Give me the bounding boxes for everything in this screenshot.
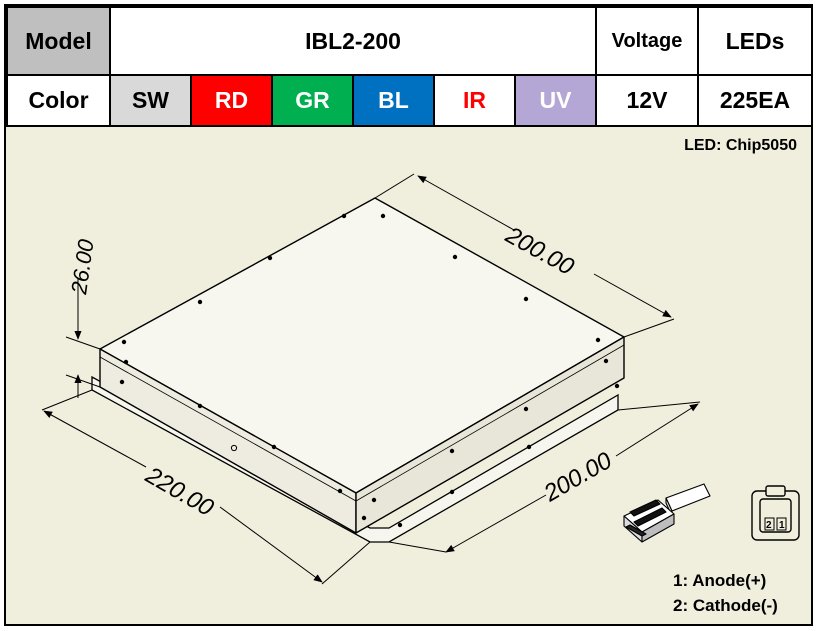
led-chip-note: LED: Chip5050 (684, 137, 797, 154)
isometric-drawing: 26.00 200.00 200.00 220.00 (41, 173, 800, 585)
dim-top-depth-label: 200.00 (500, 221, 579, 281)
color-sw: SW (109, 74, 192, 127)
voltage-label: Voltage (595, 6, 699, 76)
leds-value: 225EA (697, 74, 813, 127)
pin-legend: 1: Anode(+) 2: Cathode(-) (673, 568, 778, 618)
pin-2-label: 2: Cathode(-) (673, 596, 778, 615)
spec-sheet: Model IBL2-200 Voltage LEDs Color SW RD … (4, 4, 813, 626)
spec-table: Model IBL2-200 Voltage LEDs Color SW RD … (6, 6, 813, 127)
dim-top-depth (374, 173, 675, 338)
connector-plug-icon (623, 483, 711, 543)
dim-height (65, 278, 101, 398)
color-label: Color (6, 74, 111, 127)
screw-holes (119, 213, 620, 528)
connector-pin-1: 1 (779, 520, 785, 531)
color-gr: GR (271, 74, 354, 127)
leds-label: LEDs (697, 6, 813, 76)
model-value: IBL2-200 (109, 6, 597, 76)
color-uv: UV (514, 74, 597, 127)
dim-front-width-label: 200.00 (539, 447, 618, 508)
dim-base-length (41, 389, 371, 585)
dim-front-width (388, 401, 701, 553)
color-bl: BL (352, 74, 435, 127)
color-ir: IR (433, 74, 516, 127)
voltage-value: 12V (595, 74, 699, 127)
color-rd: RD (190, 74, 273, 127)
pin-1-label: 1: Anode(+) (673, 571, 767, 590)
connector-pin-2: 2 (766, 520, 772, 531)
panel-body (99, 197, 625, 534)
dim-height-label: 26.00 (66, 237, 99, 297)
connector-front-icon (751, 485, 800, 541)
model-label: Model (6, 6, 111, 76)
dim-base-length-label: 220.00 (140, 461, 219, 522)
